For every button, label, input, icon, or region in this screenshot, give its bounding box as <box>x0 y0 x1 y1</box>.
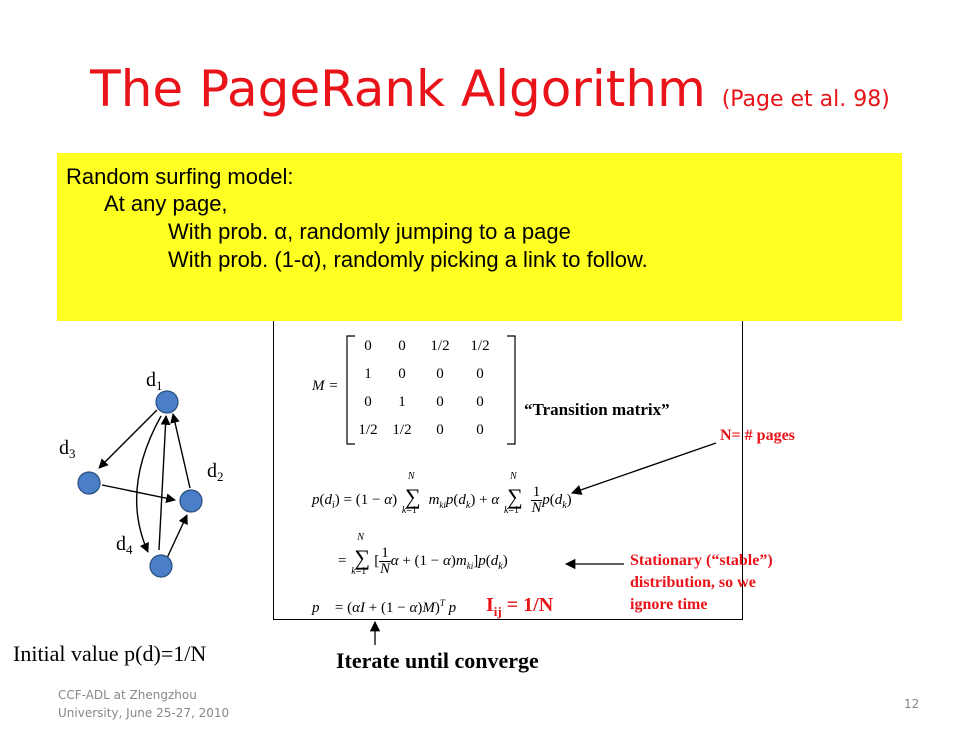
m-3-2: 0 <box>436 422 444 438</box>
edge-d3-d2 <box>101 484 176 504</box>
pagerank-equation: p(di) = (1 − α) N ∑ k=1 mkip(dk) + α N ∑… <box>312 471 572 517</box>
m-1-0: 1 <box>364 366 372 382</box>
model-line-3: With prob. α, randomly jumping to a page <box>168 219 571 244</box>
iij-note: Iij = 1/N <box>486 594 554 619</box>
title-main: The PageRank Algorithm <box>90 60 706 118</box>
vector-equation: p⃗ = (αI + (1 − α)M)T p⃗ <box>312 598 468 616</box>
m-3-1: 1/2 <box>392 422 412 438</box>
m-2-3: 0 <box>476 394 484 410</box>
m-1-2: 0 <box>436 366 444 382</box>
m-0-1: 0 <box>398 338 406 354</box>
edge-d2-d1 <box>170 413 191 489</box>
m-0-2: 1/2 <box>430 338 450 354</box>
matrix-name: M = <box>312 378 339 394</box>
model-line-2: At any page, <box>104 191 228 216</box>
page-number: 12 <box>904 697 920 711</box>
m-3-0: 1/2 <box>358 422 378 438</box>
edge-d4-d2 <box>166 514 188 559</box>
page-link-graph: d1 d3 d2 d4 <box>59 369 224 578</box>
node-d2 <box>179 489 203 513</box>
node-d3 <box>77 471 101 495</box>
label-d1: d1 <box>146 369 163 393</box>
slide-title: The PageRank Algorithm (Page et al. 98) <box>0 58 980 131</box>
title-citation: (Page et al. 98) <box>721 87 890 112</box>
stationary-note: Stationary (“stable”) distribution, so w… <box>630 552 773 613</box>
iterate-note: Iterate until converge <box>336 648 539 673</box>
m-1-1: 0 <box>398 366 406 382</box>
edge-d1-d3 <box>98 409 158 469</box>
model-line-4: With prob. (1-α), randomly picking a lin… <box>168 247 648 272</box>
n-pages-note: N= # pages <box>720 427 795 444</box>
footer-venue: CCF-ADL at Zhengzhou University, June 25… <box>58 688 230 720</box>
model-line-1: Random surfing model: <box>66 164 294 189</box>
matrix-caption: “Transition matrix” <box>524 400 670 419</box>
m-2-2: 0 <box>436 394 444 410</box>
label-d4: d4 <box>116 533 133 557</box>
stationary-equation: = N ∑ k=1 [ 1 N α + (1 − α)mki]p(dk) <box>338 532 508 578</box>
m-2-0: 0 <box>364 394 372 410</box>
edge-d4-d1 <box>158 415 171 551</box>
initial-value-note: Initial value p(d)=1/N <box>13 641 207 666</box>
node-d4 <box>149 554 173 578</box>
random-surfing-box: Random surfing model: At any page, With … <box>57 153 902 321</box>
label-d2: d2 <box>207 460 224 484</box>
edge-d1-d4 <box>135 415 162 553</box>
node-d1 <box>155 390 179 414</box>
m-2-1: 1 <box>398 394 406 410</box>
matrix-brackets <box>346 335 516 445</box>
m-3-3: 0 <box>476 422 484 438</box>
formula-panel <box>273 321 743 620</box>
transition-matrix: 0 0 1/2 1/2 1 0 0 0 0 1 0 0 1/2 1/2 0 0 <box>345 336 517 446</box>
label-d3: d3 <box>59 437 76 461</box>
arrow-n-pages <box>571 442 717 495</box>
m-0-3: 1/2 <box>470 338 490 354</box>
m-0-0: 0 <box>364 338 372 354</box>
m-1-3: 0 <box>476 366 484 382</box>
